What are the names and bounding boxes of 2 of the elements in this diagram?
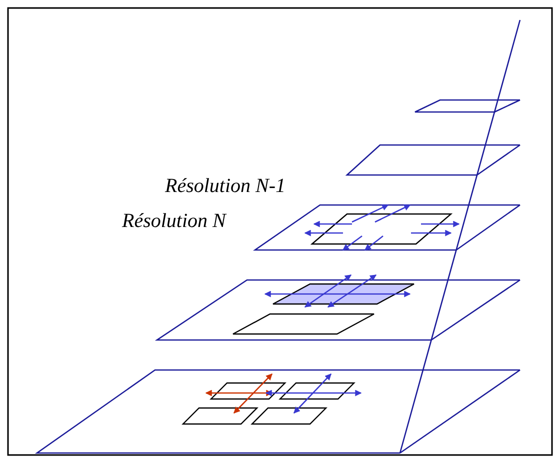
level-label: Résolution N-1 [165, 175, 286, 198]
level-label: Résolution N [122, 210, 226, 233]
